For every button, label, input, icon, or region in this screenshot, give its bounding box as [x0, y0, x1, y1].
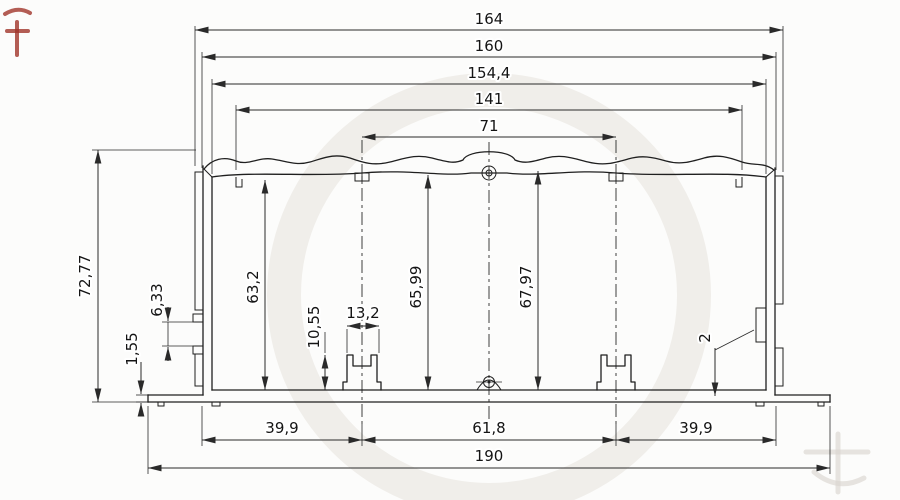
dim-65-99: 65,99 [405, 175, 432, 390]
dim-154-4: 154,4 [211, 62, 767, 174]
dim-160: 160 [201, 35, 777, 170]
dim-label-67-97: 67,97 [517, 266, 535, 309]
bottom-center-screw-boss [476, 376, 502, 391]
centerlines [361, 140, 617, 428]
right-fins-upper [774, 175, 784, 305]
dim-label-63-2: 63,2 [244, 270, 262, 303]
dim-label-72-77: 72,77 [76, 255, 94, 298]
bottom-tab [157, 401, 165, 407]
dim-141: 141 [235, 88, 743, 170]
dim-label-6-33: 6,33 [148, 283, 166, 316]
dim-61-8: 61,8 [362, 417, 616, 444]
dim-164: 164 [194, 8, 784, 172]
dim-67-97: 67,97 [515, 171, 542, 390]
dim-13-2: 13,2 [344, 302, 382, 353]
screw-channel-boss-right [596, 354, 636, 391]
right-wall-clip-slot [755, 307, 767, 343]
top-center-screw-boss [481, 165, 497, 181]
dim-71: 71 [362, 115, 616, 141]
dim-39-9-left: 39,9 [201, 406, 363, 446]
bottom-tab [211, 401, 221, 407]
left-wall-notch-upper [192, 313, 204, 323]
bottom-tab [755, 401, 765, 407]
dim-label-164: 164 [475, 10, 504, 28]
dim-label-71: 71 [479, 117, 498, 135]
left-fins-upper [194, 171, 204, 311]
cover-hook-right [735, 177, 743, 188]
watermark-glyphs-bottomright [803, 431, 871, 495]
dim-10-55: 10,55 [303, 304, 329, 390]
cover-screw-tab-right [608, 172, 624, 182]
dim-label-141: 141 [475, 90, 504, 108]
left-wall-notch-lower [192, 345, 204, 355]
dim-39-9-right: 39,9 [615, 406, 777, 446]
left-wall [192, 165, 213, 396]
dim-label-154-4: 154,4 [468, 64, 511, 82]
dim-label-13-2: 13,2 [346, 304, 379, 322]
bottom-plate [147, 376, 831, 407]
dim-label-39-9-left: 39,9 [265, 419, 298, 437]
top-cover-profile [203, 151, 775, 188]
dim-label-61-8: 61,8 [472, 419, 505, 437]
dim-label-190: 190 [475, 447, 504, 465]
cover-hook-left [235, 177, 243, 188]
right-fins-lower [774, 347, 784, 387]
bottom-tab [817, 401, 825, 407]
dim-label-160: 160 [475, 37, 504, 55]
dim-190: 190 [147, 406, 831, 474]
watermark-logo-topleft [3, 7, 32, 57]
dim-72-77: 72,77 [74, 149, 196, 403]
dim-label-65-99: 65,99 [407, 266, 425, 309]
dim-63-2: 63,2 [242, 180, 269, 390]
left-fins-lower [194, 353, 204, 387]
watermark-circle [267, 73, 711, 500]
dim-label-2: 2 [696, 333, 714, 343]
screw-channel-boss-left [342, 354, 382, 391]
cover-screw-tab-left [354, 172, 370, 182]
dim-label-1-55: 1,55 [123, 332, 141, 365]
dim-1-55: 1,55 [121, 330, 148, 417]
dim-label-39-9-right: 39,9 [679, 419, 712, 437]
dim-2: 2 [694, 329, 755, 396]
dim-label-10-55: 10,55 [305, 306, 323, 349]
dim-6-33: 6,33 [146, 281, 195, 361]
right-wall [755, 167, 784, 396]
